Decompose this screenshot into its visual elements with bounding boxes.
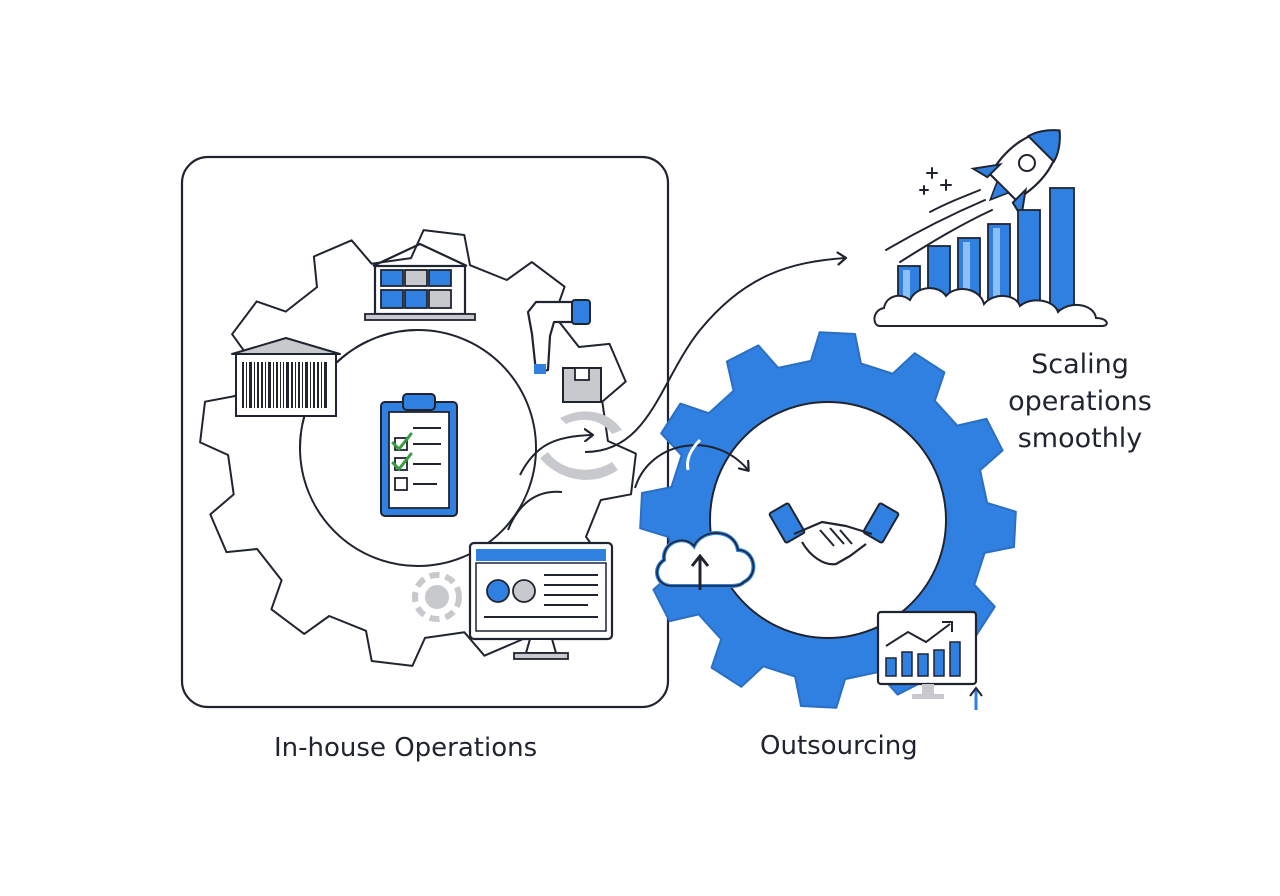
outsourcing-gear-accent	[686, 438, 702, 471]
barcode-bar	[302, 362, 303, 408]
barcode-bar	[257, 362, 259, 408]
flow-arrow-return	[507, 490, 563, 531]
barcode-bar	[313, 362, 315, 408]
package-box-icon	[562, 367, 602, 403]
outsourcing-label: Outsourcing	[760, 731, 918, 761]
barcode-bar	[317, 362, 319, 408]
inhouse-inner-dashed-arc	[299, 329, 419, 449]
barcode-bar	[286, 362, 289, 408]
barcode-bar	[254, 362, 255, 408]
barcode-bar	[283, 362, 284, 408]
outsourcing-gear-hub-ring	[709, 401, 947, 639]
barcode-bar	[305, 362, 308, 408]
barcode-scanner-icon	[526, 299, 591, 374]
scaling-line-2: operations	[1008, 386, 1152, 417]
flow-arrow-outsourcing-loop	[634, 444, 748, 489]
sync-arrows-icon	[540, 411, 622, 480]
scaling-line-1: Scaling	[1031, 349, 1129, 380]
scaling-operations-label: Scaling operations smoothly	[1000, 346, 1160, 457]
barcode-bar	[298, 362, 300, 408]
barcode-bar	[321, 362, 322, 408]
small-gear-icon	[412, 572, 462, 622]
flow-arrow-into-gear	[519, 435, 592, 476]
barcode-bar	[295, 362, 296, 408]
handshake-icon	[768, 502, 900, 566]
barcode-bar	[273, 362, 274, 408]
bar-chart-highlights	[903, 228, 1000, 308]
scaling-line-3: smoothly	[1017, 423, 1143, 454]
barcode-bar	[249, 362, 252, 408]
cloud-icon	[873, 287, 1108, 327]
growth-chart-monitor-icon	[876, 610, 983, 710]
rocket-trail	[885, 189, 993, 263]
computer-monitor-icon	[468, 541, 614, 660]
barcode-storefront-icon	[231, 337, 341, 417]
barcode-bar	[246, 362, 247, 408]
outsourcing-gear-hub	[710, 402, 946, 638]
inhouse-operations-label: In-house Operations	[274, 733, 538, 763]
sparkle-icon	[919, 167, 952, 195]
barcode-bar	[242, 362, 244, 408]
barcode-bar	[291, 362, 293, 408]
flow-arrow-to-scaling	[584, 258, 845, 453]
barcode-bar	[310, 362, 311, 408]
warehouse-icon	[364, 242, 476, 321]
barcode-bar	[268, 362, 271, 408]
cloud-upload-icon	[655, 531, 756, 590]
barcode-bar	[265, 362, 266, 408]
barcode-bar	[324, 362, 327, 408]
barcode-bar	[261, 362, 263, 408]
barcode-bar	[276, 362, 278, 408]
barcode-bar	[280, 362, 281, 408]
checklist-clipboard-icon	[380, 393, 458, 517]
